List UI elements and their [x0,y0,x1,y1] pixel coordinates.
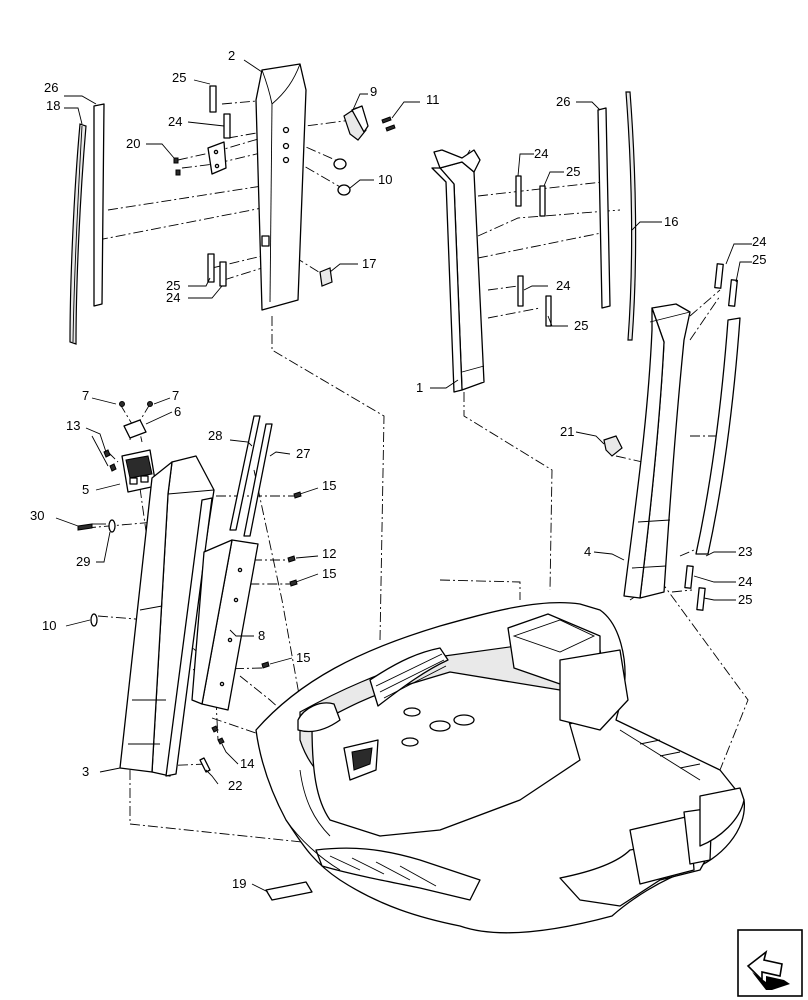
part-14-clips [211,725,225,745]
callout-14: 14 [240,756,254,771]
callout-24: 24 [168,114,182,129]
part-27-seal [243,423,273,537]
callout-9: 9 [370,84,377,99]
callout-8: 8 [258,628,265,643]
callout-15: 15 [322,566,336,581]
part-5-switch-panel [121,449,157,493]
trim-tapes-centre [515,175,552,327]
callout-22: 22 [228,778,242,793]
callout-3: 3 [82,764,89,779]
callout-26: 26 [44,80,58,95]
part-12-screw [287,555,296,563]
callout-16: 16 [664,214,678,229]
callout-25: 25 [752,252,766,267]
callout-25: 25 [172,70,186,85]
part-26-trim-strip [93,103,105,307]
callout-7: 7 [82,388,89,403]
callout-20: 20 [126,136,140,151]
part-18-seal-strip [69,123,87,345]
part-15-screws [261,491,302,669]
callout-26: 26 [556,94,570,109]
callout-leaders [55,59,752,893]
callout-29: 29 [76,554,90,569]
callout-15: 15 [296,650,310,665]
callout-10: 10 [42,618,56,633]
part-13-fasteners [103,449,117,472]
callout-15: 15 [322,478,336,493]
part-29-washer [108,519,116,533]
callout-24: 24 [556,278,570,293]
callout-24: 24 [534,146,548,161]
cab-floor-console [255,601,745,934]
callout-21: 21 [560,424,574,439]
callout-12: 12 [322,546,336,561]
part-1-pillar-trim [431,149,485,393]
part-bracket-plate [173,141,227,176]
callout-19: 19 [232,876,246,891]
part-3-pillar-bracket [119,455,215,777]
callout-7: 7 [172,388,179,403]
callout-labels: 2 25 24 20 26 18 9 11 10 17 25 24 26 24 … [30,48,766,891]
part-17-clip [319,267,333,287]
part-11-screws [381,116,396,132]
callout-10: 10 [378,172,392,187]
part-6-cover-plate [123,419,147,439]
part-30-screw [77,523,106,531]
callout-28: 28 [208,428,222,443]
part-22-clip [199,757,211,773]
part-8-mounting-plate [191,539,259,711]
callout-25: 25 [566,164,580,179]
part-19-label [265,881,313,901]
callout-6: 6 [174,404,181,419]
part-28-seal [229,415,261,531]
callout-11: 11 [426,92,440,107]
callout-18: 18 [46,98,60,113]
callout-24: 24 [752,234,766,249]
callout-2: 2 [228,48,235,63]
callout-1: 1 [416,380,423,395]
part-21-clip [603,435,623,457]
part-23-seal-strip [695,317,741,555]
callout-30: 30 [30,508,44,523]
callout-27: 27 [296,446,310,461]
callout-17: 17 [362,256,376,271]
part-26-trim-strip-right [597,107,611,309]
callout-24: 24 [738,574,752,589]
part-2-pillar-trim [255,63,307,311]
callout-5: 5 [82,482,89,497]
trim-tapes-right [684,263,738,611]
callout-13: 13 [66,418,80,433]
part-16-seal-strip [625,91,637,341]
part-4-pillar-trim [623,303,691,599]
part-7-screws [119,401,153,407]
next-page-arrow-icon[interactable] [737,929,803,997]
part-9-handle-bracket [343,105,369,141]
trim-tapes-left [207,85,231,287]
part-10-grommet-left [90,613,98,627]
callout-25: 25 [738,592,752,607]
callout-24: 24 [166,290,180,305]
callout-25: 25 [574,318,588,333]
callout-23: 23 [738,544,752,559]
part-10-grommets [333,158,351,196]
callout-25: 25 [166,278,180,293]
callout-4: 4 [584,544,591,559]
